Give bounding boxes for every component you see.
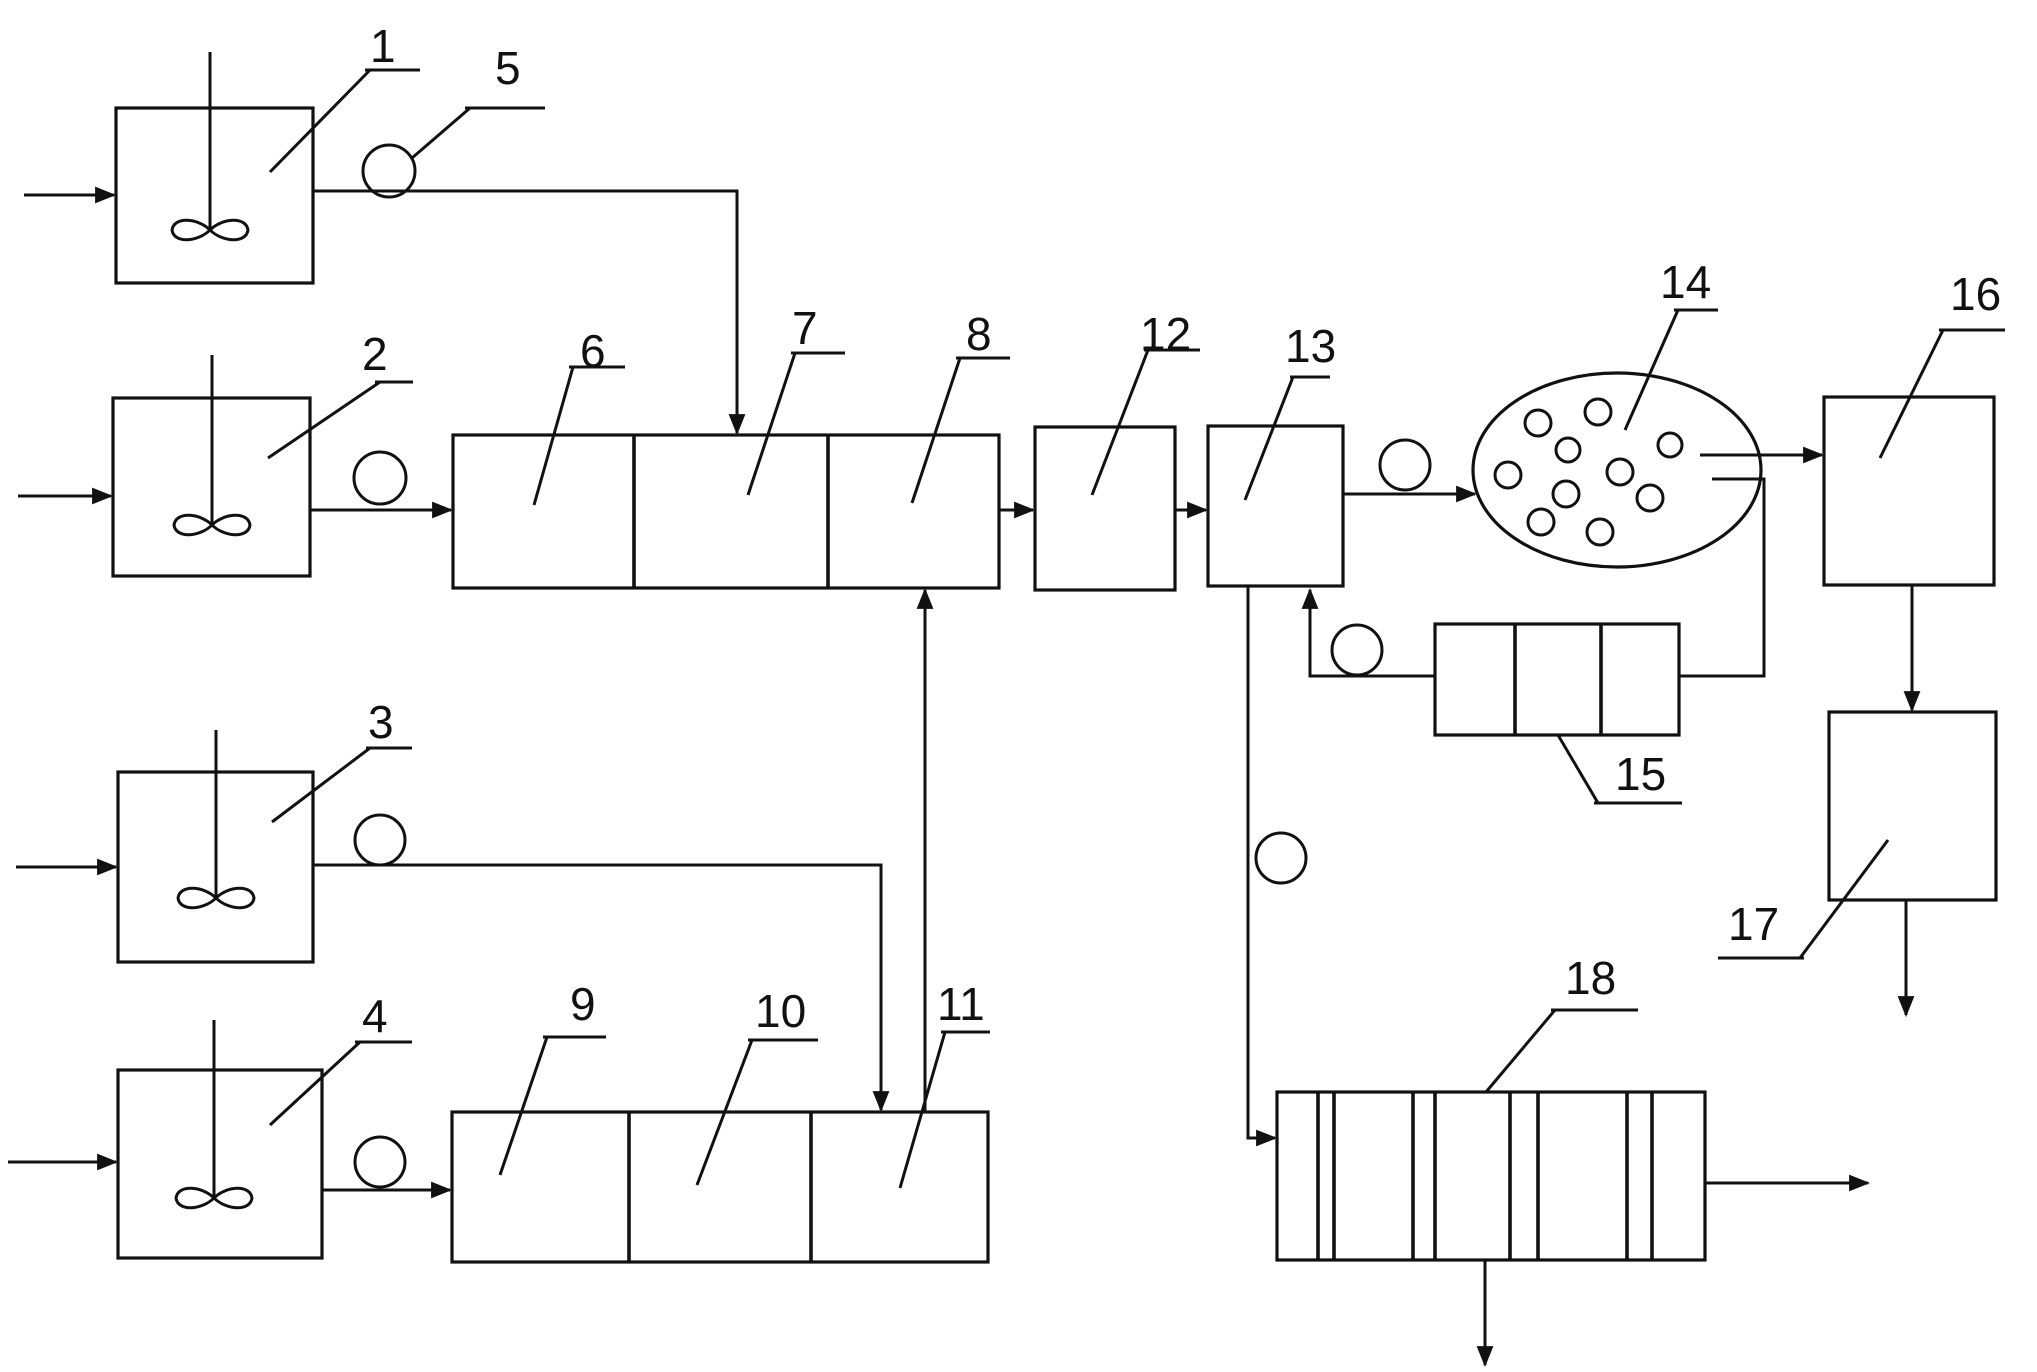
label-3: 3 [368, 696, 394, 748]
pump-tank2 [352, 450, 408, 506]
line-14-to-15 [1679, 477, 1766, 678]
label-13: 13 [1285, 320, 1336, 372]
unit-18 [1275, 1008, 1707, 1262]
unit-13 [1206, 375, 1345, 588]
line-15-to-13 [1301, 587, 1435, 678]
tank-4 [116, 1020, 412, 1260]
vessel-14 [1471, 308, 1763, 569]
line-13-to-18 [1246, 586, 1278, 1147]
label-18: 18 [1565, 952, 1616, 1004]
unit-9-10-11 [450, 1030, 990, 1264]
pump-tank3 [353, 813, 407, 867]
label-17: 17 [1728, 898, 1779, 950]
tank-1 [114, 52, 420, 285]
unit-12 [1033, 348, 1200, 592]
tank-3 [116, 730, 412, 964]
label-14: 14 [1660, 256, 1711, 308]
label-2: 2 [362, 328, 388, 380]
tank-2 [111, 355, 413, 578]
label-11: 11 [937, 978, 985, 1030]
unit-6-7-8 [451, 351, 1010, 590]
label-1: 1 [370, 20, 396, 72]
line-tank3-to-11 [313, 863, 890, 1113]
unit-17 [1718, 710, 1998, 960]
pump-13-14 [1378, 438, 1432, 492]
pump-5 [361, 143, 417, 199]
pump-15-13 [1330, 623, 1384, 677]
label-6: 6 [580, 325, 606, 377]
line-tank1-to-7 [313, 189, 746, 436]
pump-tank4 [353, 1135, 407, 1189]
label-16: 16 [1950, 268, 2001, 320]
label-8: 8 [966, 308, 992, 360]
label-5: 5 [495, 42, 521, 94]
label-10: 10 [755, 985, 806, 1037]
label-7: 7 [792, 302, 818, 354]
unit-16 [1822, 328, 2005, 587]
label-12: 12 [1140, 308, 1191, 360]
label-9: 9 [570, 978, 596, 1030]
label-15: 15 [1615, 748, 1666, 800]
unit-15 [1433, 622, 1682, 805]
pump-13-18 [1254, 831, 1308, 885]
label-4: 4 [362, 990, 388, 1042]
